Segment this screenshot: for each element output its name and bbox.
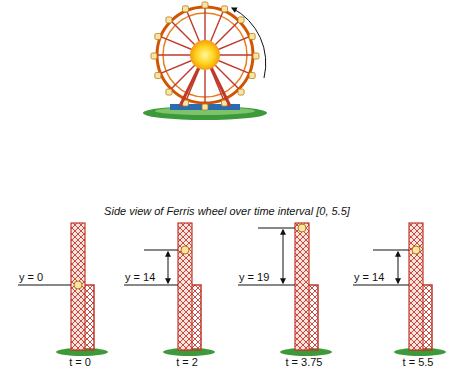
time-label: t = 5.5	[403, 356, 434, 369]
height-label: y = 14	[354, 271, 384, 284]
height-label: y = 19	[239, 271, 269, 284]
rotation-arrow	[232, 8, 266, 78]
tower-side-views	[18, 223, 446, 356]
height-label: y = 0	[19, 271, 43, 284]
time-label: t = 2	[176, 356, 198, 369]
wheel	[151, 2, 259, 110]
height-label: y = 14	[125, 271, 155, 284]
time-label: t = 0	[69, 356, 91, 369]
figure-title: Side view of Ferris wheel over time inte…	[104, 205, 350, 218]
time-label: t = 3.75	[285, 356, 322, 369]
